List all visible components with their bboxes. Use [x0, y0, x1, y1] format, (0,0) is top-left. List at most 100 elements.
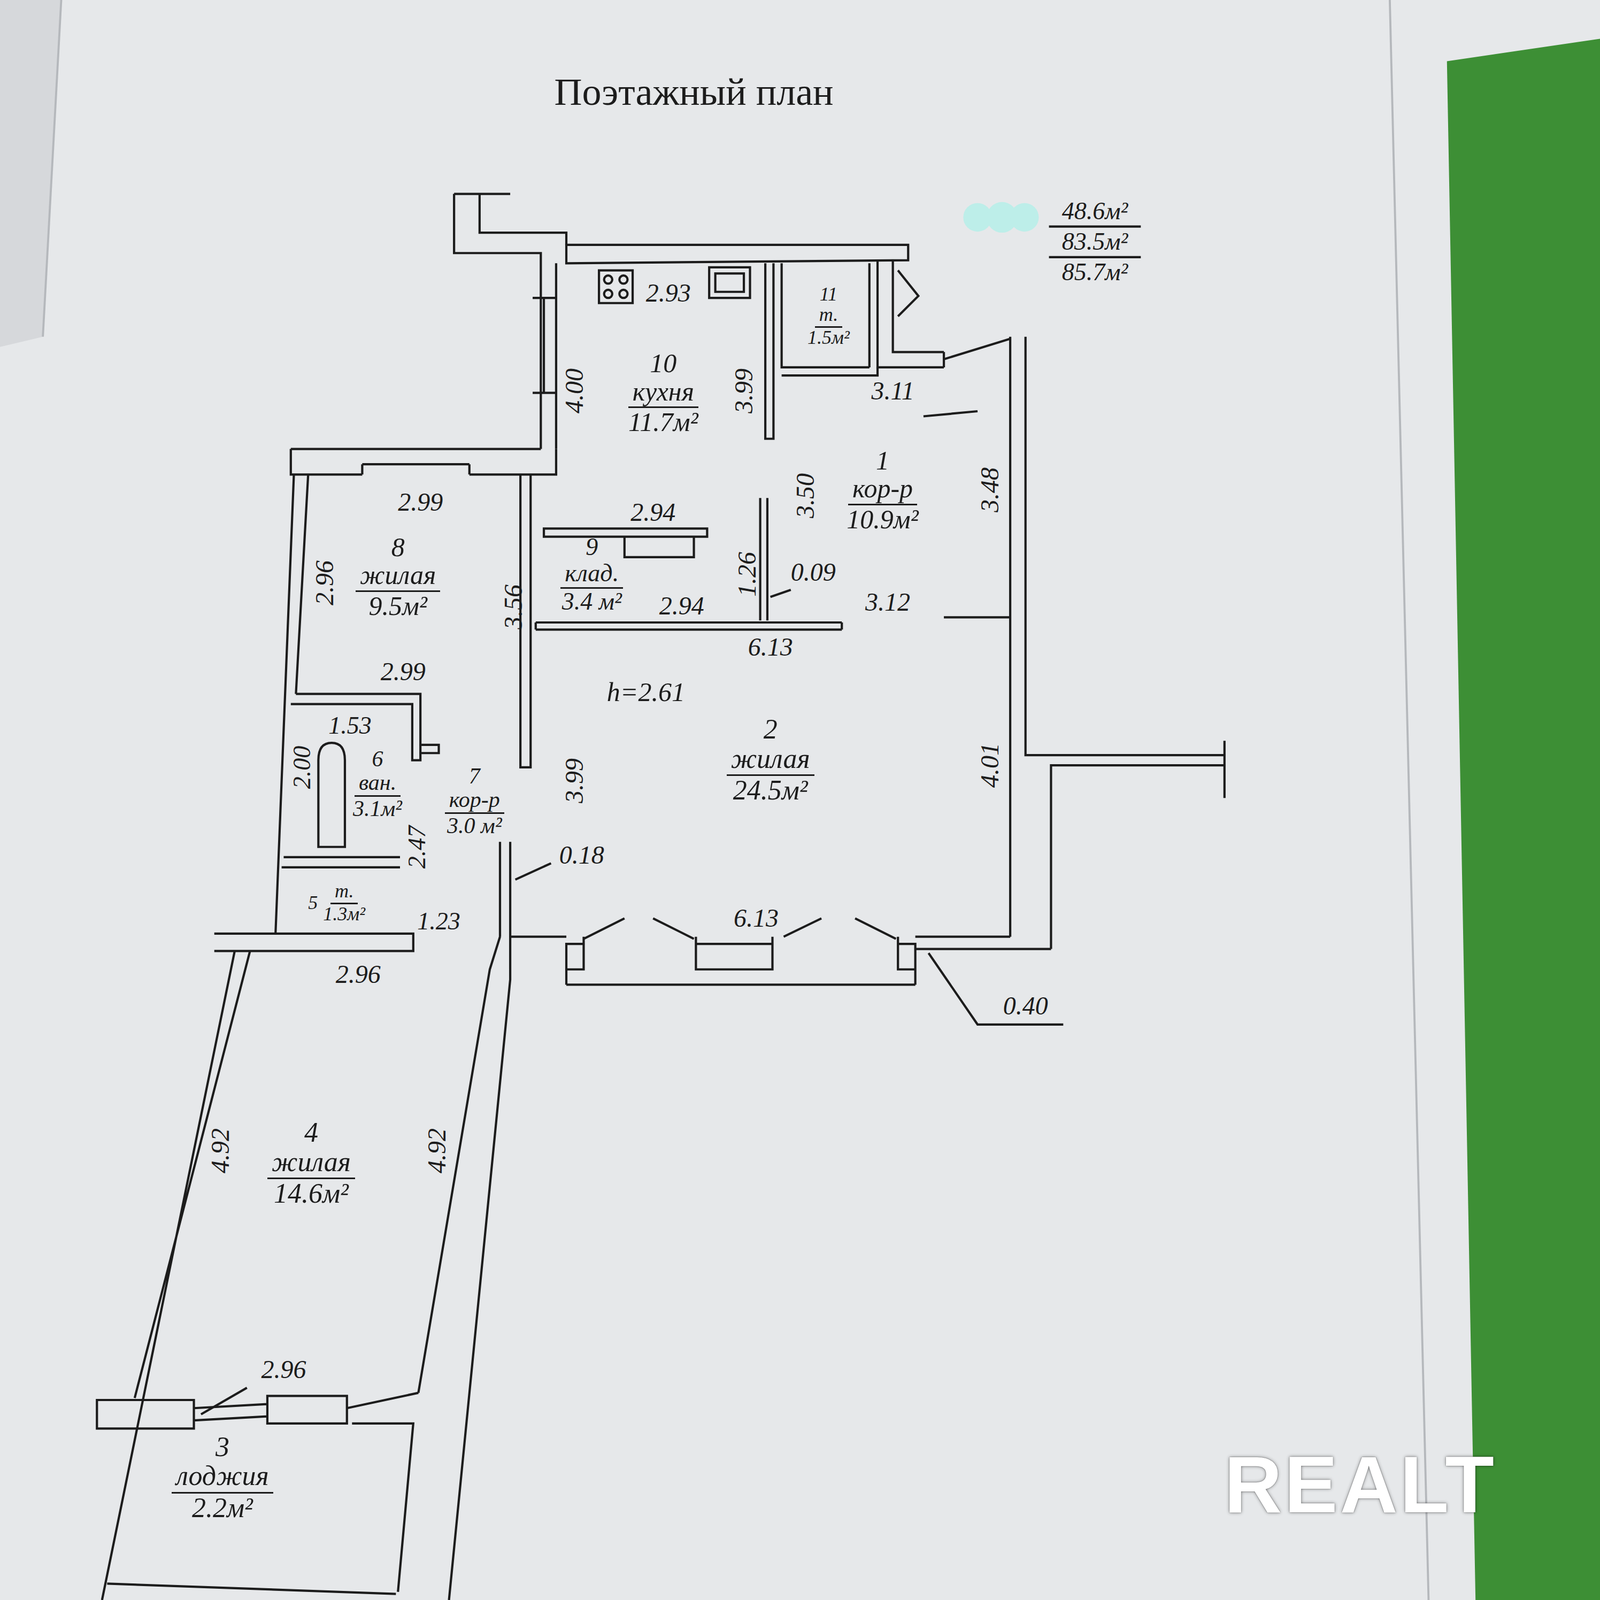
- area-total: 48.6м²: [1062, 198, 1129, 224]
- room-number: 11: [819, 284, 838, 305]
- room-area: 1.3м²: [322, 904, 366, 925]
- room-name: жилая: [726, 744, 815, 777]
- room: 7кор-р3.0 м²: [441, 762, 508, 840]
- dimension-label: 0.09: [790, 559, 836, 586]
- room: 6ван.3.1м²: [349, 744, 406, 823]
- room-area: 1.5м²: [807, 327, 850, 349]
- dimension-label: 4.92: [207, 1128, 234, 1174]
- room: 1кор-р10.9м²: [843, 444, 922, 536]
- dimension-label: 3.56: [500, 584, 527, 630]
- walls: [96, 194, 1225, 1600]
- wall: [915, 935, 1011, 938]
- leader-line: [515, 411, 1064, 1025]
- dimension-label: 0.18: [559, 842, 605, 868]
- dimension-label: 2.93: [645, 280, 691, 306]
- bathtub: [318, 742, 345, 848]
- room-area: 3.0 м²: [447, 813, 502, 838]
- dimension-label: 1.26: [734, 551, 760, 597]
- room-number: 5: [308, 893, 318, 914]
- wall: [454, 194, 567, 450]
- wall: [290, 449, 557, 475]
- window-pier: [566, 936, 916, 986]
- room: 2жилая24.5м²: [723, 712, 818, 808]
- stove: [598, 270, 633, 304]
- burner: [604, 275, 613, 284]
- room-number: 2: [763, 714, 778, 745]
- room-name: т.: [330, 881, 358, 905]
- burner: [604, 289, 613, 298]
- dimension-label: 6.13: [748, 634, 794, 660]
- room-name: кухня: [628, 377, 699, 409]
- room-name: ван.: [354, 770, 401, 797]
- plan-title: Поэтажный план: [554, 72, 834, 112]
- paper-corner: [0, 0, 61, 348]
- room-name: кор-р: [444, 787, 505, 814]
- dimension-label: 6.13: [733, 905, 779, 932]
- burner: [619, 289, 628, 298]
- room-name: жилая: [267, 1147, 356, 1180]
- room-name: жилая: [355, 560, 441, 592]
- dimension-label: 2.99: [380, 658, 426, 685]
- room-number: 9: [585, 534, 598, 560]
- dimension-label: 2.96: [335, 961, 381, 988]
- paper-edge: [1389, 0, 1429, 1600]
- room-area: 3.1м²: [352, 796, 403, 821]
- dimension-label: 2.94: [630, 499, 676, 526]
- room-name: клад.: [560, 560, 623, 589]
- area-total: 83.5м²: [1062, 229, 1129, 255]
- wall: [555, 263, 558, 449]
- dimension-label: 4.00: [561, 368, 588, 414]
- area-total: 85.7м²: [1062, 259, 1129, 285]
- dimension-label: 2.94: [659, 593, 705, 619]
- dimension-label: 4.92: [424, 1128, 450, 1174]
- room-number: 7: [468, 764, 481, 788]
- fraction-line: [1049, 226, 1142, 258]
- room: 3лоджия2.2м²: [168, 1430, 276, 1526]
- dimension-label: 2.96: [260, 1356, 306, 1383]
- wall: [214, 933, 414, 951]
- dimension-label: 3.99: [731, 368, 757, 414]
- window: [532, 297, 557, 393]
- dimension-label: 3.12: [865, 589, 911, 615]
- room: 5 т.1.3м²: [304, 879, 369, 927]
- wall: [566, 244, 909, 264]
- room-number: 1: [875, 446, 890, 475]
- paper-edge: [42, 0, 61, 337]
- ceiling-height: h=2.61: [606, 678, 686, 706]
- room: 9клад.3.4 м²: [557, 532, 627, 617]
- room: 8жилая9.5м²: [352, 531, 444, 623]
- room-area: 24.5м²: [733, 775, 809, 806]
- room-area: 11.7м²: [628, 408, 699, 437]
- wall: [915, 336, 1225, 950]
- dimension-label: 3.99: [561, 758, 588, 804]
- wall: [281, 857, 400, 868]
- wall: [543, 497, 768, 621]
- room-area: 14.6м²: [273, 1179, 349, 1209]
- green-cloth: [1447, 39, 1600, 1600]
- room-number: 3: [215, 1432, 230, 1463]
- wall: [418, 841, 567, 1600]
- sink: [709, 267, 750, 298]
- wall: [765, 263, 878, 439]
- leader-line: [201, 1387, 248, 1415]
- room-number: 8: [391, 533, 405, 562]
- dimension-label: 2.99: [397, 489, 443, 515]
- burner: [619, 275, 628, 284]
- room-area: 3.4 м²: [562, 588, 622, 615]
- loggia-wall: [96, 1393, 419, 1595]
- room-name: кор-р: [848, 474, 918, 506]
- room: 11т.1.5м²: [804, 282, 853, 350]
- entrance-wall: [877, 260, 1011, 368]
- dimension-label: 3.50: [792, 473, 819, 519]
- room: 10кухня11.7м²: [625, 347, 702, 439]
- dimension-label: 4.01: [977, 742, 1003, 788]
- room-number: 6: [372, 747, 384, 771]
- room-area: 9.5м²: [368, 591, 427, 621]
- room-name: лоджия: [171, 1461, 273, 1494]
- room-area: 2.2м²: [191, 1493, 253, 1523]
- dimension-label: 1.53: [328, 713, 372, 738]
- dimension-label: 2.00: [289, 745, 315, 790]
- dimension-label: 3.11: [871, 378, 914, 404]
- room-number: 10: [649, 349, 677, 378]
